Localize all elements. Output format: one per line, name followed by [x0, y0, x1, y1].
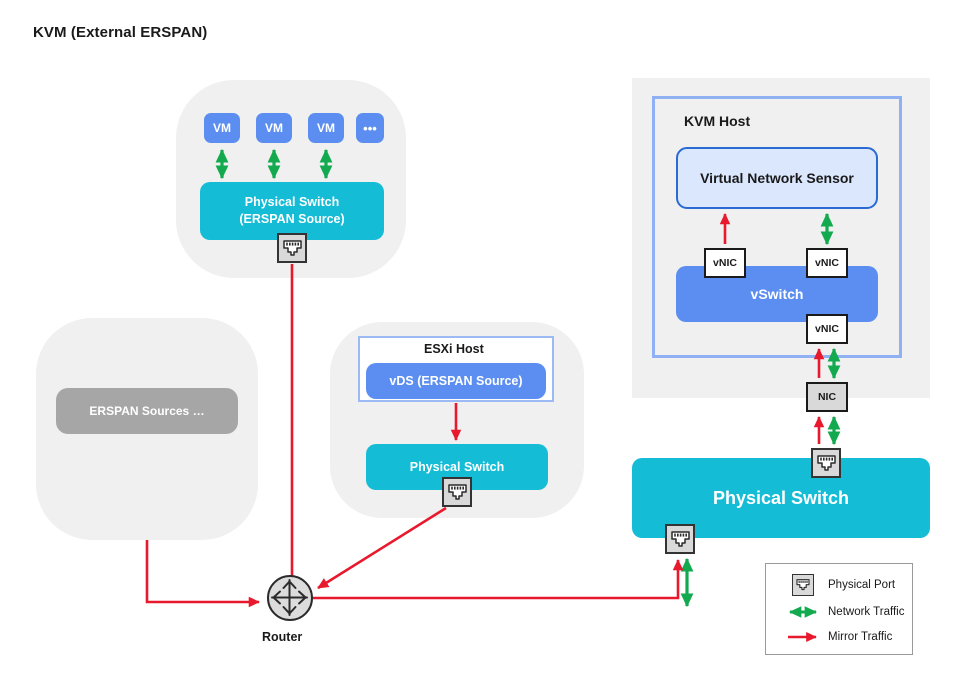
legend-row-physical-port: Physical Port [780, 573, 895, 597]
physical-port-icon [780, 573, 826, 597]
physical-port-icon[interactable] [442, 477, 472, 507]
legend: Physical Port Network Traffic [765, 563, 913, 655]
legend-label: Network Traffic [828, 606, 905, 618]
vnic-left[interactable]: vNIC [704, 248, 746, 278]
switch-label-line2: (ERSPAN Source) [239, 212, 345, 226]
vm-box[interactable]: VM [256, 113, 292, 143]
router-label: Router [262, 630, 303, 644]
switch-label-line1: Physical Switch [244, 195, 340, 209]
vnic-right[interactable]: vNIC [806, 248, 848, 278]
physical-port-icon[interactable] [665, 524, 695, 554]
physical-switch-erspan-source[interactable]: Physical Switch (ERSPAN Source) [200, 182, 384, 240]
red-line-router-switch [313, 559, 684, 600]
red-line-esxi-router [317, 506, 447, 590]
unidirectional-red-arrow-icon [780, 625, 826, 649]
nic-physical[interactable]: NIC [806, 382, 848, 412]
legend-row-network-traffic: Network Traffic [780, 600, 904, 624]
vds-erspan-source-node[interactable]: vDS (ERSPAN Source) [366, 363, 546, 399]
kvm-host-border-box [652, 96, 902, 358]
page-title: KVM (External ERSPAN) [33, 24, 208, 41]
legend-row-mirror-traffic: Mirror Traffic [780, 625, 892, 649]
router-icon[interactable] [267, 575, 313, 621]
physical-port-icon[interactable] [277, 233, 307, 263]
vm-overflow-box[interactable]: ••• [356, 113, 384, 143]
legend-label: Mirror Traffic [828, 631, 893, 643]
virtual-network-sensor-node[interactable]: Virtual Network Sensor [676, 147, 878, 209]
legend-label: Physical Port [828, 579, 896, 591]
vm-box[interactable]: VM [308, 113, 344, 143]
vm-box[interactable]: VM [204, 113, 240, 143]
physical-port-icon[interactable] [811, 448, 841, 478]
kvm-host-label: KVM Host [684, 113, 751, 129]
kvm-host-panel [632, 78, 930, 398]
esxi-host-label: ESXi Host [424, 342, 484, 356]
erspan-sources-node[interactable]: ERSPAN Sources … [56, 388, 238, 434]
red-line-erspan-router [145, 540, 260, 608]
bidirectional-green-arrow-icon [780, 600, 826, 624]
vnic-bottom[interactable]: vNIC [806, 314, 848, 344]
